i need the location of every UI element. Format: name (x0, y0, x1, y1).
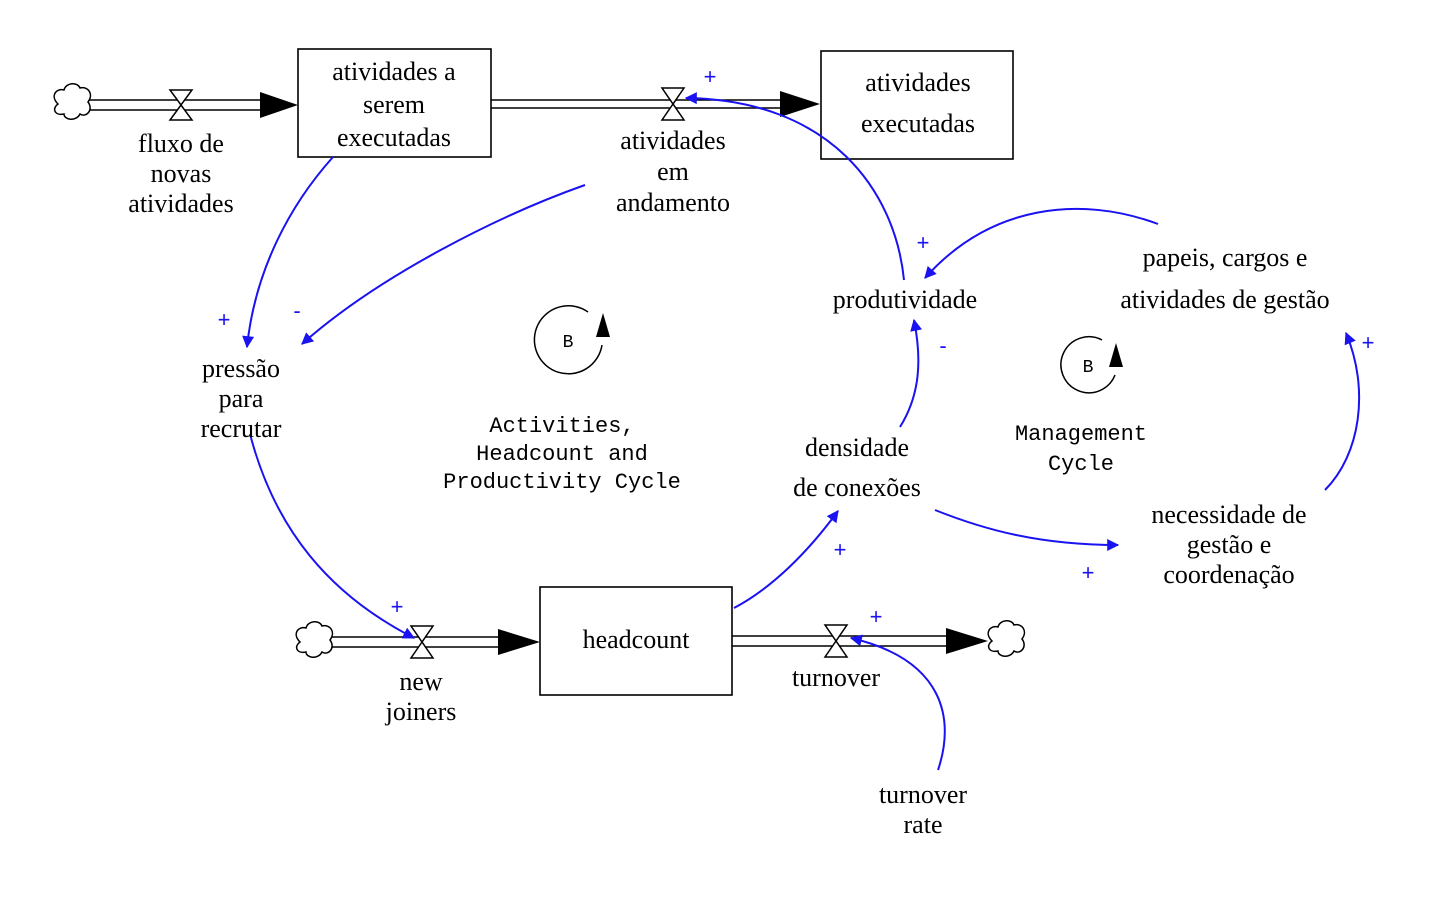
label-line: Activities, (489, 414, 634, 439)
link-densidade-to-produtividade (899, 318, 922, 428)
label-line: executadas (861, 109, 975, 138)
label-line: Headcount and (476, 442, 648, 467)
label-line: fluxo de (138, 129, 224, 158)
stock-headcount-box (539, 586, 733, 696)
label-line: recrutar (201, 414, 282, 443)
source-cloud-icon (53, 83, 92, 120)
label-line: produtividade (833, 285, 977, 314)
stock-atividades-a-serem-executadas-label: atividades a serem executadas (332, 57, 456, 152)
polarity-densidade-to-necessidade: + (1082, 560, 1095, 585)
valve-icon (168, 89, 194, 121)
label-line: Cycle (1048, 452, 1114, 477)
label-line: andamento (616, 188, 730, 217)
flow-turnover-label: turnover (792, 663, 880, 692)
polarity-necessidade-to-papeis: + (1362, 330, 1375, 355)
label-line: Productivity Cycle (443, 470, 681, 495)
sink-cloud-icon (987, 620, 1026, 657)
var-densidade-de-conexoes-label: densidade de conexões (793, 433, 921, 502)
valve-icon (409, 625, 435, 659)
stock-atividades-executadas-box (820, 50, 1014, 160)
link-pressao-to-joiners (249, 433, 416, 639)
polarity-andamento-to-pressao: - (293, 298, 300, 323)
pipe-atividades-em-andamento (491, 91, 820, 117)
label-line: em (657, 157, 689, 186)
label-line: de conexões (793, 473, 921, 502)
label-line: new (399, 667, 443, 696)
stock-atividades-executadas-label: atividades executadas (861, 68, 975, 138)
stock-headcount-label: headcount (583, 625, 691, 654)
polarity-headcount-to-densidade: + (834, 537, 847, 562)
label-line: turnover (879, 780, 967, 809)
source-cloud-icon (295, 621, 334, 658)
label-line: pressão (202, 354, 280, 383)
label-line: headcount (583, 625, 691, 654)
label-line: para (219, 384, 264, 413)
link-papeis-to-produtividade (924, 207, 1159, 279)
label-line: papeis, cargos e (1143, 243, 1308, 272)
loop-management-symbol: B (1060, 336, 1123, 394)
label-line: necessidade de (1151, 500, 1306, 529)
label-line: atividades de gestão (1120, 285, 1329, 314)
polarity-papeis-to-produtividade: + (917, 230, 930, 255)
link-stock-to-pressao (242, 156, 334, 349)
polarity-rate-to-turnover: + (870, 604, 883, 629)
label-line: atividades a (332, 57, 456, 86)
label-line: rate (904, 810, 943, 839)
polarity-stock-to-pressao: + (218, 307, 231, 332)
label-line: joiners (385, 697, 457, 726)
label-line: serem (363, 90, 425, 119)
var-papeis-cargos-label: papeis, cargos e atividades de gestão (1120, 243, 1329, 314)
var-produtividade-label: produtividade (833, 285, 977, 314)
label-line: coordenação (1163, 560, 1294, 589)
pipe-new-joiners (328, 629, 540, 655)
label-line: atividades (620, 126, 725, 155)
label-line: densidade (805, 433, 909, 462)
label-line: executadas (337, 123, 451, 152)
label-line: atividades (128, 189, 233, 218)
link-densidade-to-necessidade (934, 509, 1120, 551)
polarity-produtividade-to-andamento: + (704, 64, 717, 89)
loop-activities-symbol: B (533, 305, 610, 375)
polarity-pressao-to-joiners: + (391, 594, 404, 619)
polarity-densidade-to-produtividade: - (939, 333, 946, 358)
label-line: gestão e (1187, 530, 1271, 559)
loop-activities-letter: B (563, 333, 574, 353)
stock-atividades-a-serem-executadas-box (297, 48, 492, 158)
label-line: Management (1015, 422, 1147, 447)
pipe-fluxo-de-novas-atividades (88, 92, 298, 118)
loop-management-letter: B (1083, 358, 1094, 378)
label-line: atividades (865, 68, 970, 97)
link-produtividade-to-andamento (684, 92, 905, 281)
link-andamento-to-pressao (301, 184, 586, 345)
link-necessidade-to-papeis (1324, 331, 1361, 491)
valve-icon (660, 87, 686, 121)
label-line: turnover (792, 663, 880, 692)
label-line: novas (151, 159, 212, 188)
link-rate-to-turnover (849, 634, 946, 771)
link-headcount-to-densidade (733, 510, 839, 609)
valve-icon (823, 624, 849, 658)
